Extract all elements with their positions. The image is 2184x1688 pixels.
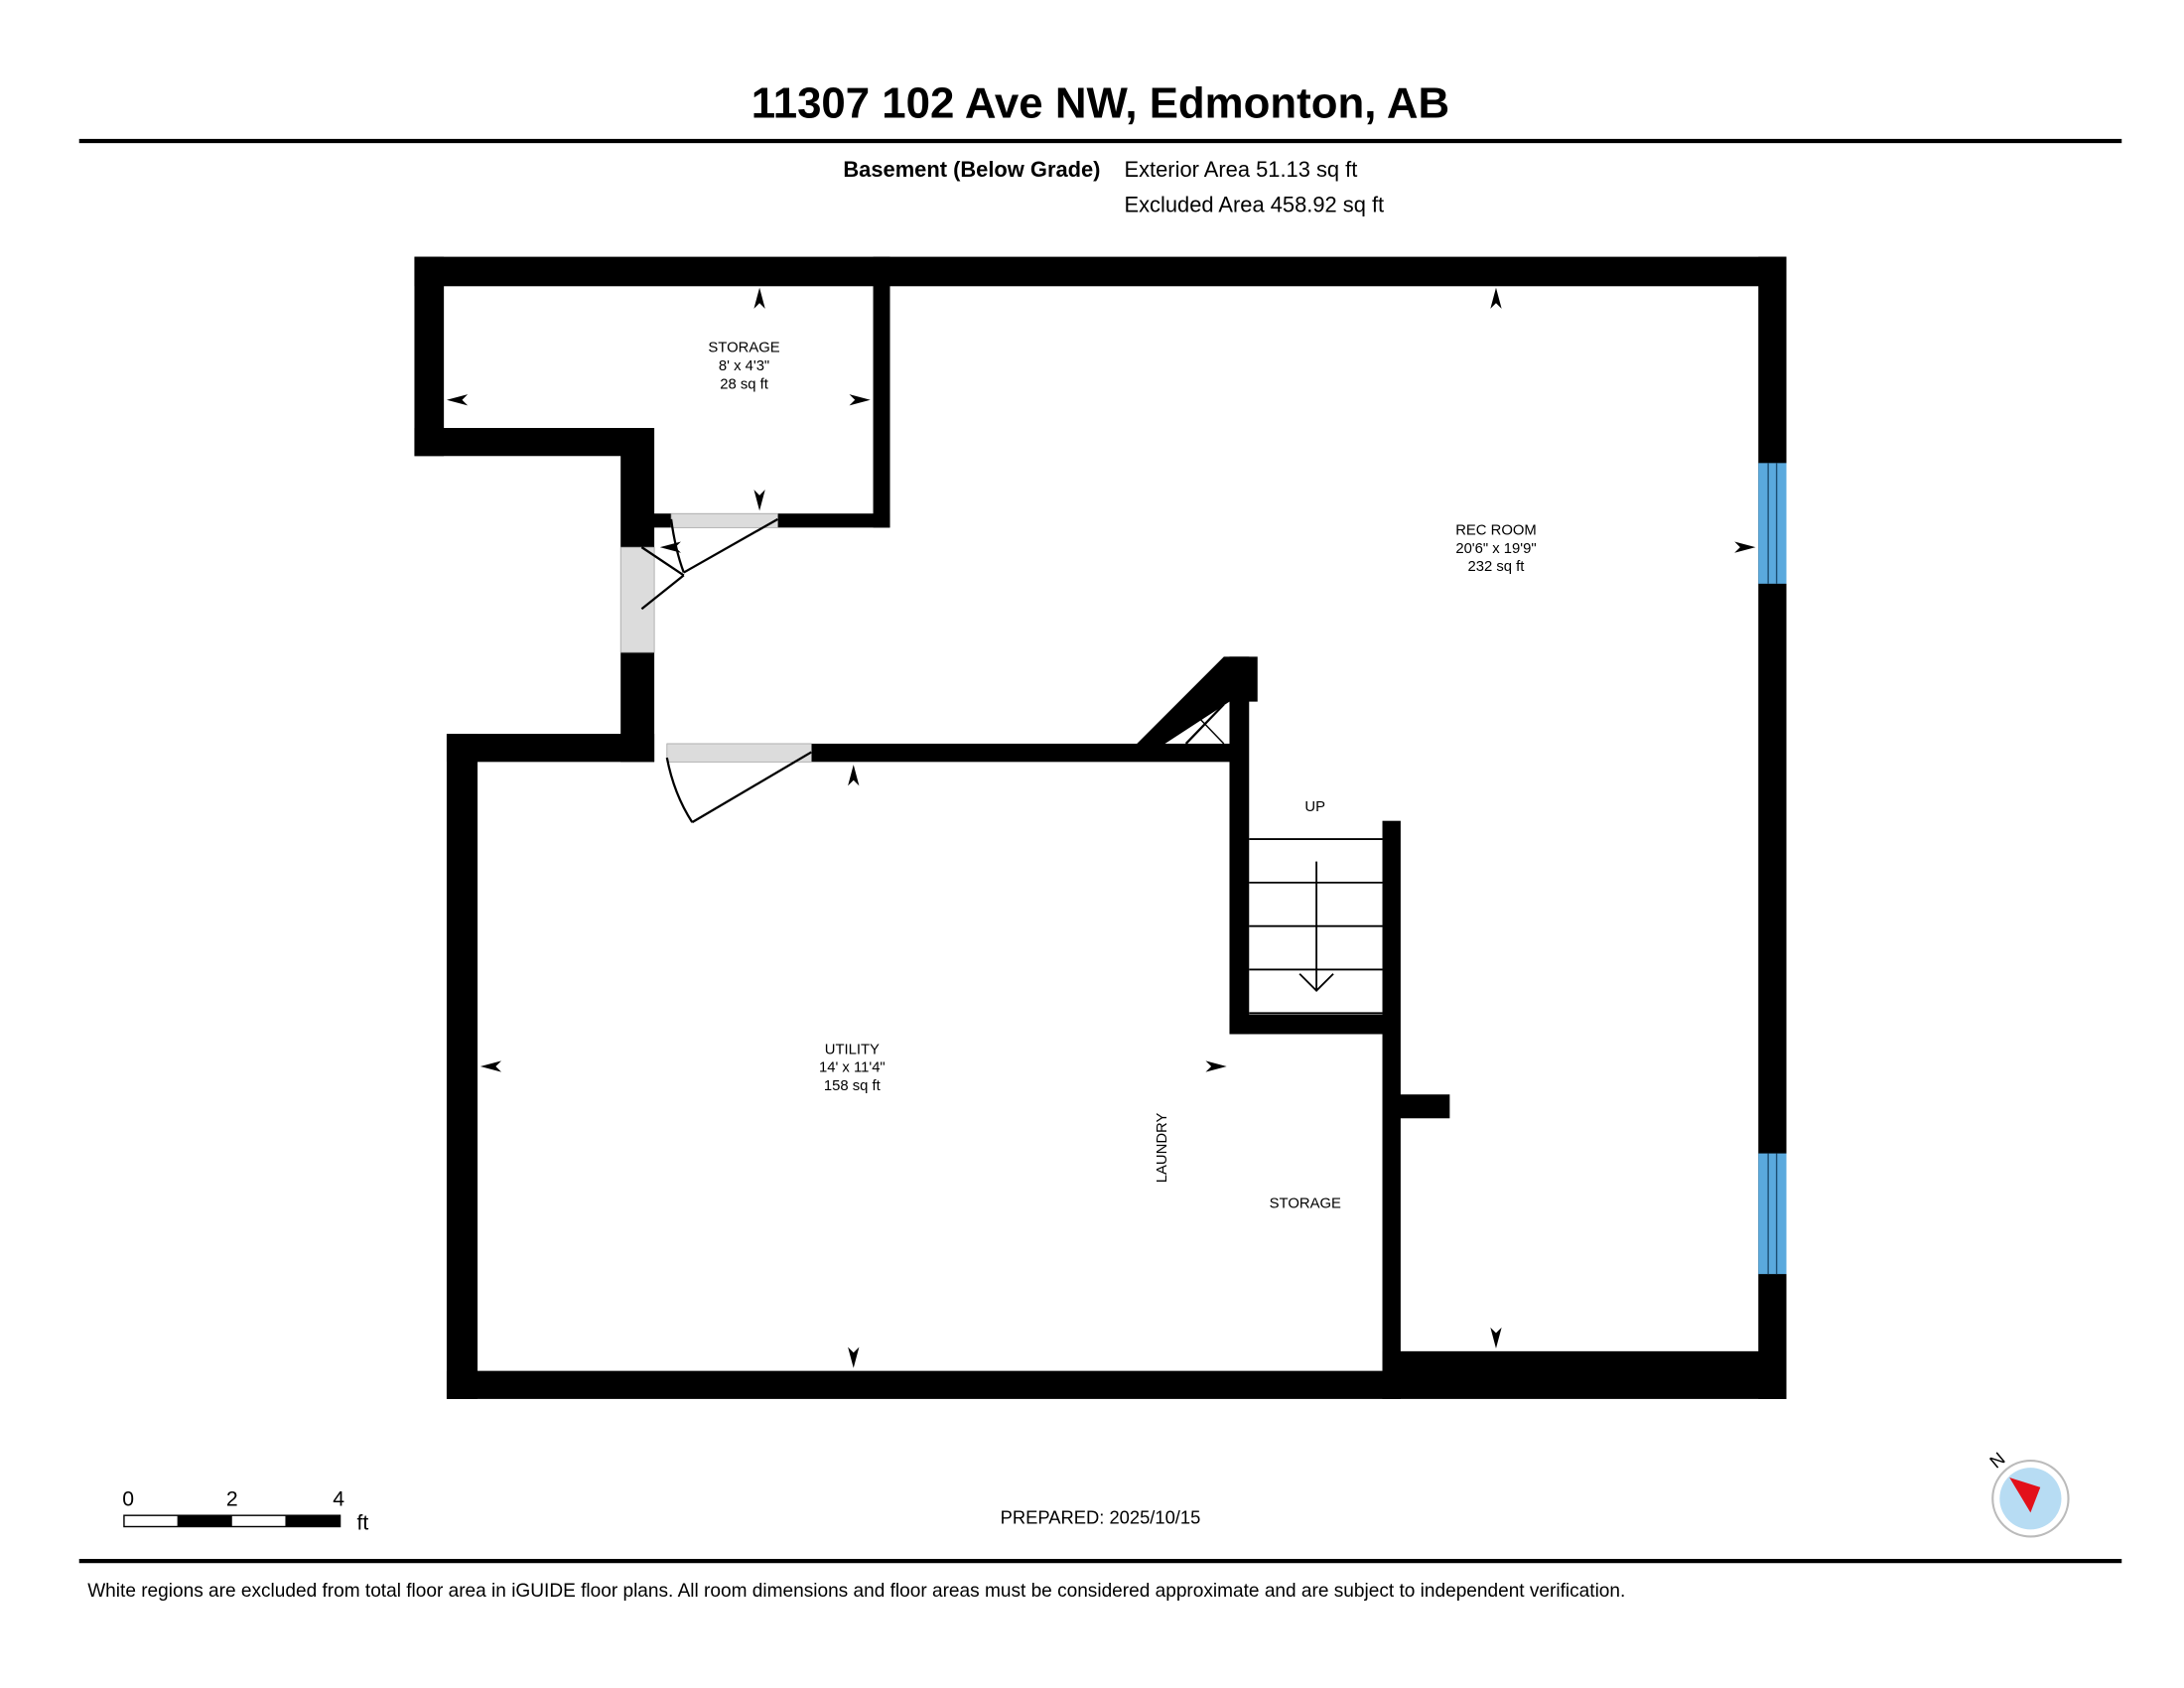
- walls: [414, 256, 1787, 1399]
- compass-icon: N: [1985, 1448, 2070, 1538]
- scale-unit: ft: [357, 1511, 369, 1534]
- storage-bottom-name: STORAGE: [1270, 1196, 1341, 1212]
- scale-tick-4: 4: [333, 1487, 344, 1510]
- floor-label: Basement (Below Grade): [843, 157, 1100, 182]
- door-swings: [640, 517, 1225, 824]
- stairs-up-label: UP: [1304, 799, 1325, 815]
- scale-bar: 0 2 4 ft: [122, 1487, 368, 1534]
- scale-tick-2: 2: [226, 1487, 238, 1510]
- header-divider: [78, 138, 2122, 144]
- windows: [1758, 463, 1787, 1275]
- utility-dims: 14' x 11'4": [819, 1060, 886, 1076]
- storage-area: 28 sq ft: [720, 376, 769, 392]
- rec-room-name: REC ROOM: [1455, 522, 1537, 538]
- stairs: [1249, 838, 1383, 1015]
- prepared-date: PREPARED: 2025/10/15: [1001, 1507, 1201, 1528]
- doors: [619, 512, 812, 763]
- exterior-area: Exterior Area 51.13 sq ft: [1125, 157, 1358, 182]
- rec-room-area: 232 sq ft: [1468, 559, 1526, 575]
- utility-name: UTILITY: [825, 1042, 880, 1057]
- disclaimer: White regions are excluded from total fl…: [87, 1581, 1625, 1602]
- dimension-arrows: [446, 287, 1756, 1368]
- scale-tick-0: 0: [122, 1487, 134, 1510]
- excluded-area: Excluded Area 458.92 sq ft: [1125, 192, 1385, 216]
- storage-name: STORAGE: [708, 341, 779, 356]
- rec-room-dims: 20'6" x 19'9": [1455, 541, 1536, 557]
- footer-divider: [78, 1558, 2122, 1564]
- laundry-label: LAUNDRY: [1155, 1113, 1170, 1184]
- utility-area: 158 sq ft: [824, 1078, 882, 1094]
- compass-north-label: N: [1985, 1448, 2009, 1473]
- address-title: 11307 102 Ave NW, Edmonton, AB: [751, 79, 1449, 128]
- storage-dims: 8' x 4'3": [719, 358, 769, 374]
